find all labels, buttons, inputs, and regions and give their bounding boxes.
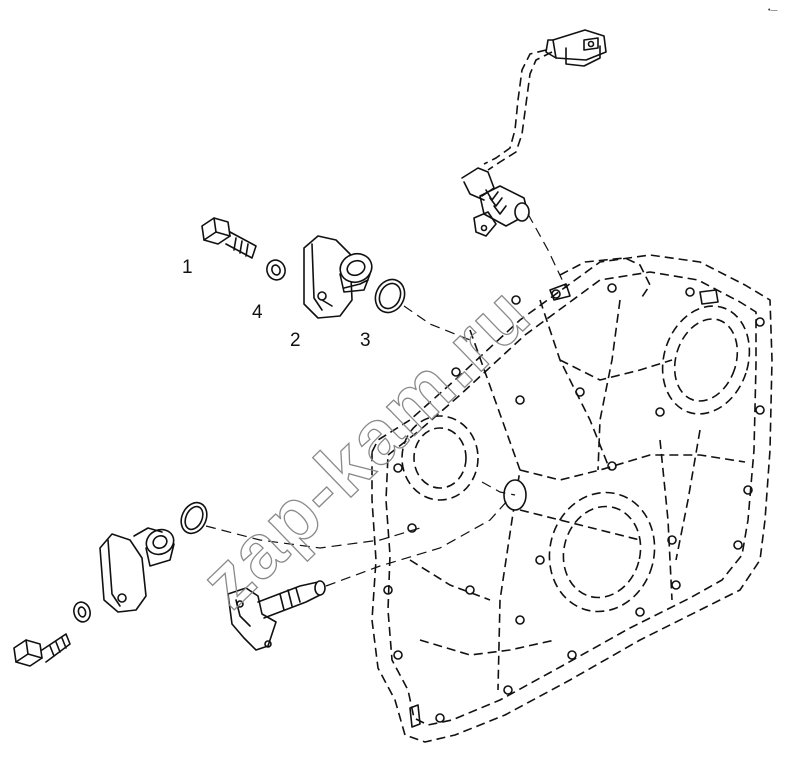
gear-housing <box>371 254 773 743</box>
lower-o-ring <box>180 501 208 535</box>
upper-washer <box>266 259 286 281</box>
lower-speed-sensor <box>227 580 326 651</box>
lower-washer <box>73 601 91 623</box>
housing-bolt-holes <box>383 283 765 723</box>
upper-fastener-bolt <box>201 217 257 259</box>
lower-assembly-guide-line-a <box>205 525 421 549</box>
speed-sensor-with-harness <box>461 29 607 289</box>
upper-o-ring <box>374 278 406 314</box>
sensor-mounting-bracket <box>303 235 373 319</box>
watermark-text: zap-kam.ru <box>185 270 547 624</box>
corner-mark: •— <box>768 7 777 14</box>
callout-3: 3 <box>360 330 371 351</box>
lower-assembly-guide-line-b <box>325 499 509 587</box>
callout-2: 2 <box>290 330 301 351</box>
callout-4: 4 <box>252 302 263 323</box>
lower-sensor-bracket <box>99 527 175 613</box>
callout-1: 1 <box>182 257 193 278</box>
boss-guide-line <box>481 481 516 496</box>
lower-fastener-bolt <box>13 633 71 667</box>
